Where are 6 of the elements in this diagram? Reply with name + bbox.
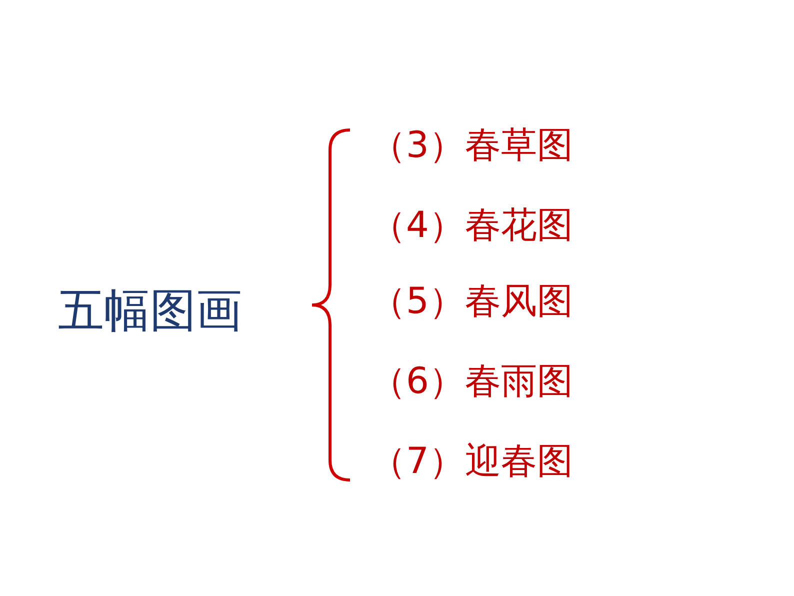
topic-label: 五幅图画 <box>58 287 242 333</box>
list-item: （3）春草图 <box>370 128 573 164</box>
list-item: （7）迎春图 <box>370 444 573 480</box>
list-item: （5）春风图 <box>370 284 573 320</box>
list-item: （4）春花图 <box>370 208 573 244</box>
list-item: （6）春雨图 <box>370 364 573 400</box>
